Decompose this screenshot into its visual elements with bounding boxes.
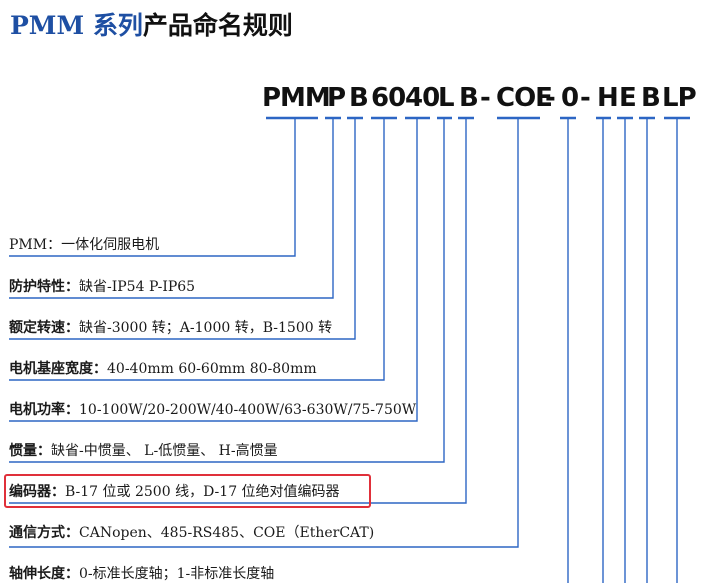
code-separator: - [480,83,491,113]
code-seg-power: 40 [405,83,440,113]
spec-row-inertia: 惯量：缺省-中惯量、 L-低惯量、 H-高惯量 [9,441,278,461]
spec-row-base: 电机基座宽度：40-40mm 60-60mm 80-80mm [9,359,317,379]
model-code: PMM P B 60 40 L B - COE - 0 - H E B LP [0,80,710,116]
title-series: PMM 系列 [10,11,143,40]
code-seg-comm: COE [496,83,553,113]
code-seg-b: B [641,83,661,113]
row-value: 一体化伺服电机 [61,237,160,253]
row-value: 10-100W/20-200W/40-400W/63-630W/75-750W [79,402,417,418]
row-label: 防护特性： [9,279,79,295]
spec-row-shaft: 轴伸长度：0-标准长度轴；1-非标准长度轴 [9,564,274,584]
row-value: CANopen、485-RS485、COE（EtherCAT) [79,525,375,541]
row-value: 缺省-IP54 P-IP65 [79,279,196,295]
spec-row-encoder: 编码器：B-17 位或 2500 线，D-17 位绝对值编码器 [9,482,340,502]
spec-row-pmm: PMM：一体化伺服电机 [9,235,159,255]
code-seg-lp: LP [662,83,697,113]
code-seg-shaft: 0 [561,83,579,113]
code-separator: - [545,83,556,113]
row-value: 0-标准长度轴；1-非标准长度轴 [79,566,275,582]
title-rule: 产品命名规则 [142,11,293,40]
row-label: 电机基座宽度： [9,361,107,377]
spec-row-power: 电机功率：10-100W/20-200W/40-400W/63-630W/75-… [9,400,416,420]
encoder-highlight-box [4,474,371,508]
row-label: 惯量： [9,443,51,459]
page-title: PMM 系列产品命名规则 [10,8,293,44]
row-value: 缺省-中惯量、 L-低惯量、 H-高惯量 [51,443,278,459]
code-seg-h: H [597,83,619,113]
row-label: 电机功率： [9,402,79,418]
row-label: 额定转速： [9,320,79,336]
code-seg-speed: B [349,83,369,113]
row-label: PMM： [9,237,62,253]
row-label: 轴伸长度： [9,566,79,582]
spec-row-comm: 通信方式：CANopen、485-RS485、COE（EtherCAT) [9,523,374,543]
code-seg-protection: P [327,83,346,113]
code-seg-base: 60 [371,83,406,113]
row-label: 编码器： [9,484,65,500]
row-value: B-17 位或 2500 线，D-17 位绝对值编码器 [65,484,340,500]
row-label: 通信方式： [9,525,79,541]
row-value: 40-40mm 60-60mm 80-80mm [107,361,317,377]
code-separator: - [580,83,591,113]
spec-row-speed: 额定转速：缺省-3000 转；A-1000 转，B-1500 转 [9,318,332,338]
code-seg-inertia: L [438,83,455,113]
code-seg-e: E [619,83,637,113]
spec-row-protection: 防护特性：缺省-IP54 P-IP65 [9,277,195,297]
code-seg-encoder: B [459,83,479,113]
code-seg-pmm: PMM [262,83,331,113]
row-value: 缺省-3000 转；A-1000 转，B-1500 转 [79,320,333,336]
